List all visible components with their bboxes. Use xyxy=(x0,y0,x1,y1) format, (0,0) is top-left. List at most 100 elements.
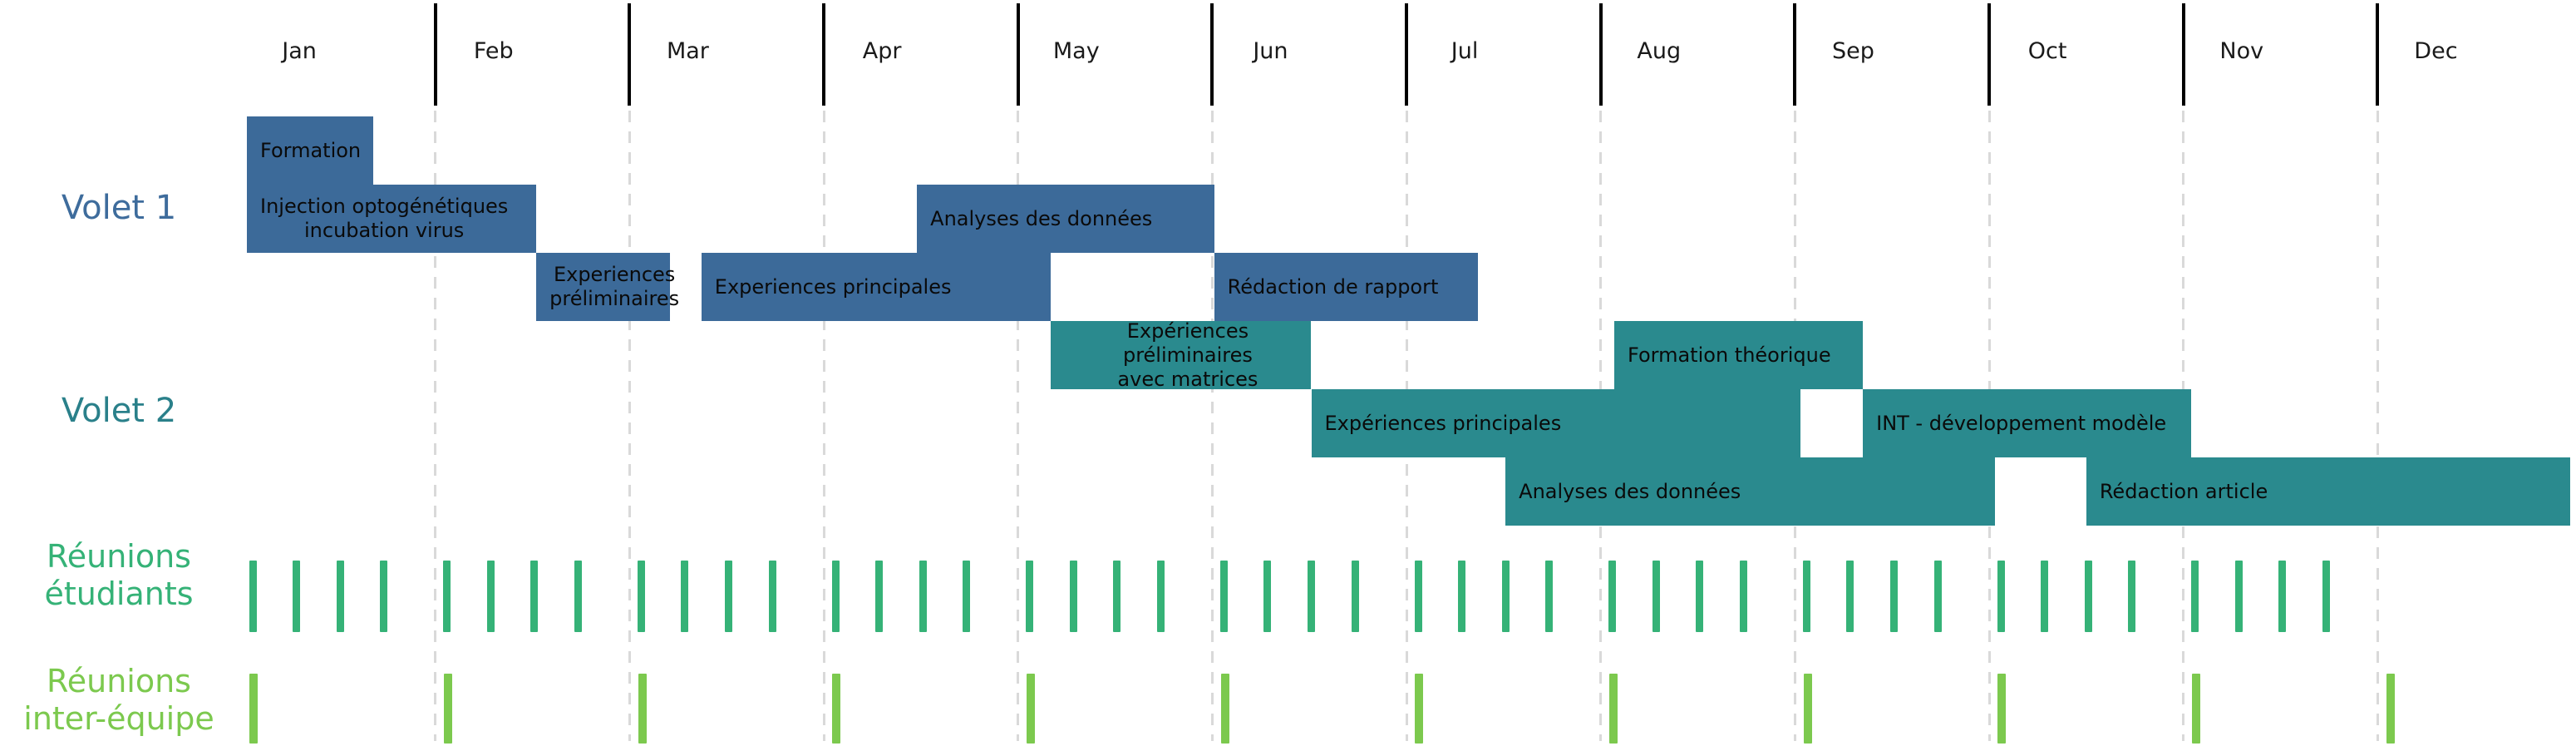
month-boundary-tick xyxy=(822,3,825,106)
meeting-tick xyxy=(1026,561,1034,632)
volet-2-label: Volet 2 xyxy=(61,392,177,430)
reunions-inter-equipe-label: Réunions inter-équipe xyxy=(0,663,238,738)
gantt-bar: Expériences préliminaires avec matrices xyxy=(1051,319,1312,391)
meeting-tick xyxy=(1608,561,1617,632)
gantt-bar: Expériences principales xyxy=(1311,389,1801,457)
meeting-tick xyxy=(1933,561,1942,632)
month-gridline xyxy=(1210,111,1214,741)
meeting-tick xyxy=(1219,561,1228,632)
meeting-tick xyxy=(2386,674,2395,744)
meeting-tick xyxy=(831,561,840,632)
gantt-bar-label: Expériences préliminaires avec matrices xyxy=(1117,319,1258,391)
meeting-tick xyxy=(2128,561,2136,632)
month-boundary-tick xyxy=(2181,3,2185,106)
month-gridline xyxy=(1017,111,1020,741)
meeting-tick xyxy=(2234,561,2243,632)
meeting-tick xyxy=(1846,561,1854,632)
meeting-tick xyxy=(1026,674,1035,744)
month-label: May xyxy=(1052,38,1100,64)
meeting-tick xyxy=(1415,674,1424,744)
meeting-tick xyxy=(530,561,539,632)
meeting-tick xyxy=(2084,561,2092,632)
meeting-tick xyxy=(443,674,452,744)
meeting-tick xyxy=(1696,561,1704,632)
label-line: étudiants xyxy=(44,576,194,612)
meeting-tick xyxy=(1414,561,1422,632)
meeting-tick xyxy=(1652,561,1660,632)
label-line: Réunions xyxy=(47,663,191,699)
reunions-etudiants-label: Réunions étudiants xyxy=(0,538,238,613)
month-boundary-tick xyxy=(433,3,437,106)
gantt-bar-label: Rédaction article xyxy=(2099,479,2268,503)
month-label: Oct xyxy=(2027,38,2067,64)
month-label: Mar xyxy=(666,38,709,64)
meeting-tick xyxy=(1501,561,1510,632)
volet-1-label: Volet 1 xyxy=(61,189,177,227)
meeting-tick xyxy=(2191,561,2199,632)
meeting-tick xyxy=(1351,561,1359,632)
meeting-tick xyxy=(875,561,884,632)
label-line: Réunions xyxy=(47,538,191,575)
meeting-tick xyxy=(919,561,927,632)
meeting-tick xyxy=(1458,561,1466,632)
meeting-tick xyxy=(681,561,689,632)
month-boundary-tick xyxy=(1210,3,1214,106)
gantt-bar-label: Experiences principales xyxy=(714,274,952,299)
meeting-tick xyxy=(2191,674,2200,744)
gantt-bar: Rédaction article xyxy=(2086,457,2570,526)
month-gridline xyxy=(822,111,825,741)
meeting-tick xyxy=(1545,561,1554,632)
meeting-tick xyxy=(380,561,388,632)
gantt-bar: Experiences principales xyxy=(701,253,1052,321)
meeting-tick xyxy=(2041,561,2049,632)
gantt-bar-label: Rédaction de rapport xyxy=(1227,274,1439,299)
meeting-tick xyxy=(1803,674,1812,744)
month-label: Jul xyxy=(1451,38,1479,64)
meeting-tick xyxy=(443,561,451,632)
month-gridline xyxy=(628,111,631,741)
month-boundary-tick xyxy=(1598,3,1603,106)
meeting-tick xyxy=(486,561,495,632)
gantt-bar: Formation xyxy=(247,116,373,185)
gantt-bar-label: Formation xyxy=(260,138,362,162)
meeting-tick xyxy=(1997,561,2005,632)
gantt-bar: Formation théorique xyxy=(1614,321,1864,389)
gantt-bar-label: Expériences principales xyxy=(1324,411,1562,435)
meeting-tick xyxy=(963,561,971,632)
month-label: Nov xyxy=(2219,38,2264,64)
month-boundary-tick xyxy=(1016,3,1020,106)
label-line: inter-équipe xyxy=(23,700,214,737)
meeting-tick xyxy=(1263,561,1272,632)
gantt-bar-label: Formation théorique xyxy=(1628,343,1831,367)
meeting-tick xyxy=(2322,561,2330,632)
month-label: Feb xyxy=(473,38,514,64)
month-boundary-tick xyxy=(1987,3,1991,106)
gantt-bar-label: Analyses des données xyxy=(930,206,1153,230)
meeting-tick xyxy=(1156,561,1165,632)
gantt-bar-label: Injection optogénétiques incubation viru… xyxy=(260,195,509,242)
meeting-tick xyxy=(1739,561,1747,632)
month-label: Sep xyxy=(1831,38,1874,64)
meeting-tick xyxy=(832,674,841,744)
month-label: Aug xyxy=(1637,38,1682,64)
gantt-bar: Analyses des données xyxy=(917,185,1214,253)
gantt-bar-label: INT - développement modèle xyxy=(1876,411,2167,435)
meeting-tick xyxy=(1608,674,1618,744)
month-label: Dec xyxy=(2414,38,2458,64)
month-gridline xyxy=(2376,111,2379,741)
meeting-tick xyxy=(1890,561,1898,632)
meeting-tick xyxy=(725,561,732,632)
gantt-bar: Injection optogénétiques incubation viru… xyxy=(247,185,537,253)
meeting-tick xyxy=(638,674,647,744)
meeting-tick xyxy=(293,561,301,632)
gantt-bar: Analyses des données xyxy=(1505,457,1995,526)
gantt-bar: Experiences préliminaires xyxy=(536,253,679,321)
gantt-bar: INT - développement modèle xyxy=(1863,389,2191,457)
meeting-tick xyxy=(574,561,582,632)
meeting-tick xyxy=(1220,674,1229,744)
meeting-tick xyxy=(768,561,776,632)
month-gridline xyxy=(434,111,437,741)
meeting-tick xyxy=(1113,561,1121,632)
month-label: Jun xyxy=(1253,38,1288,64)
